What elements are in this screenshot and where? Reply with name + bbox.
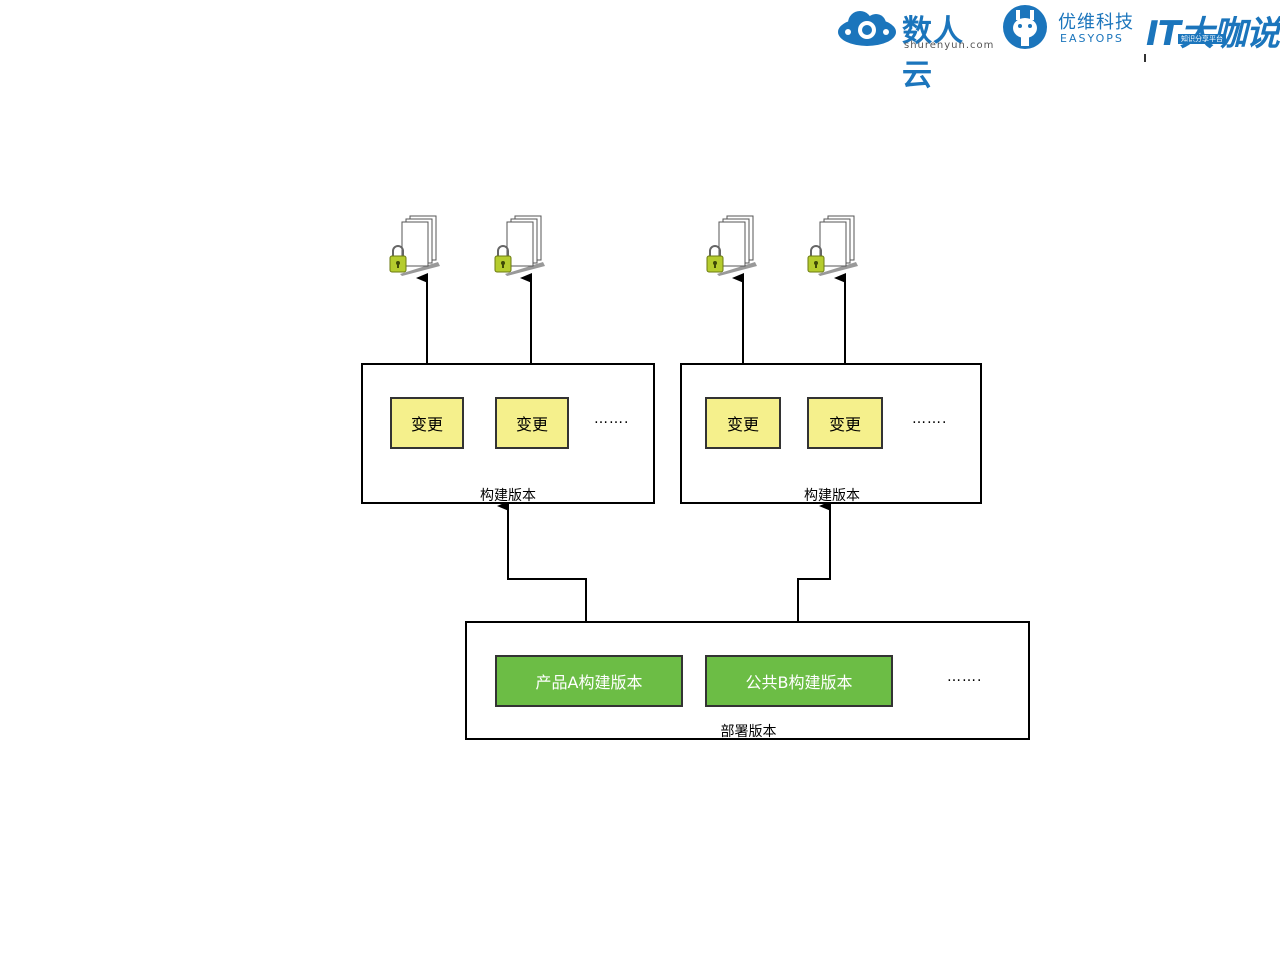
change-box-1-2: 变更 <box>495 397 569 449</box>
deploy-version-box: 产品A构建版本 公共B构建版本 ……. 部署版本 <box>465 621 1030 740</box>
more-changes-1: ……. <box>594 411 630 427</box>
build-version-label-2: 构建版本 <box>804 488 860 504</box>
product-a-build-box: 产品A构建版本 <box>495 655 683 707</box>
itdks-tagline: 知识分享平台 <box>1178 34 1226 44</box>
easyops-name: 优维科技 <box>1058 12 1134 33</box>
locked-documents-icon <box>807 215 858 276</box>
shurenyun-name: 数人云 <box>902 14 964 93</box>
locked-documents-icon <box>706 215 757 276</box>
cloud-icon <box>838 11 896 46</box>
locked-documents-icon <box>389 215 440 276</box>
common-b-build-box: 公共B构建版本 <box>705 655 893 707</box>
change-box-2-1: 变更 <box>705 397 781 449</box>
shurenyun-logo: 数人云 shurenyun.com <box>836 6 993 93</box>
deploy-version-label: 部署版本 <box>720 724 777 740</box>
giraffe-icon <box>1003 5 1047 49</box>
arrow-deploy-2 <box>797 501 831 656</box>
shurenyun-domain: shurenyun.com <box>904 40 995 51</box>
build-version-box-2: 变更 变更 ……. 构建版本 <box>680 363 982 504</box>
change-box-2-2: 变更 <box>807 397 883 449</box>
arrow-deploy-1 <box>497 501 587 656</box>
build-version-label-1: 构建版本 <box>480 488 536 504</box>
easyops-subname: EASYOPS <box>1060 32 1124 45</box>
header-logos: 数人云 shurenyun.com 优维科技 EASYOPS IT大咖说 知识分… <box>830 0 1280 93</box>
itdks-logo: IT大咖说 知识分享平台 <box>1144 2 1280 64</box>
itdks-divider <box>1144 54 1146 62</box>
easyops-logo: 优维科技 EASYOPS <box>1002 4 1142 50</box>
more-builds: ……. <box>947 669 983 685</box>
locked-documents-icon <box>494 215 545 276</box>
more-changes-2: ……. <box>912 411 948 427</box>
change-box-1-1: 变更 <box>390 397 464 449</box>
build-version-box-1: 变更 变更 ……. 构建版本 <box>361 363 655 504</box>
